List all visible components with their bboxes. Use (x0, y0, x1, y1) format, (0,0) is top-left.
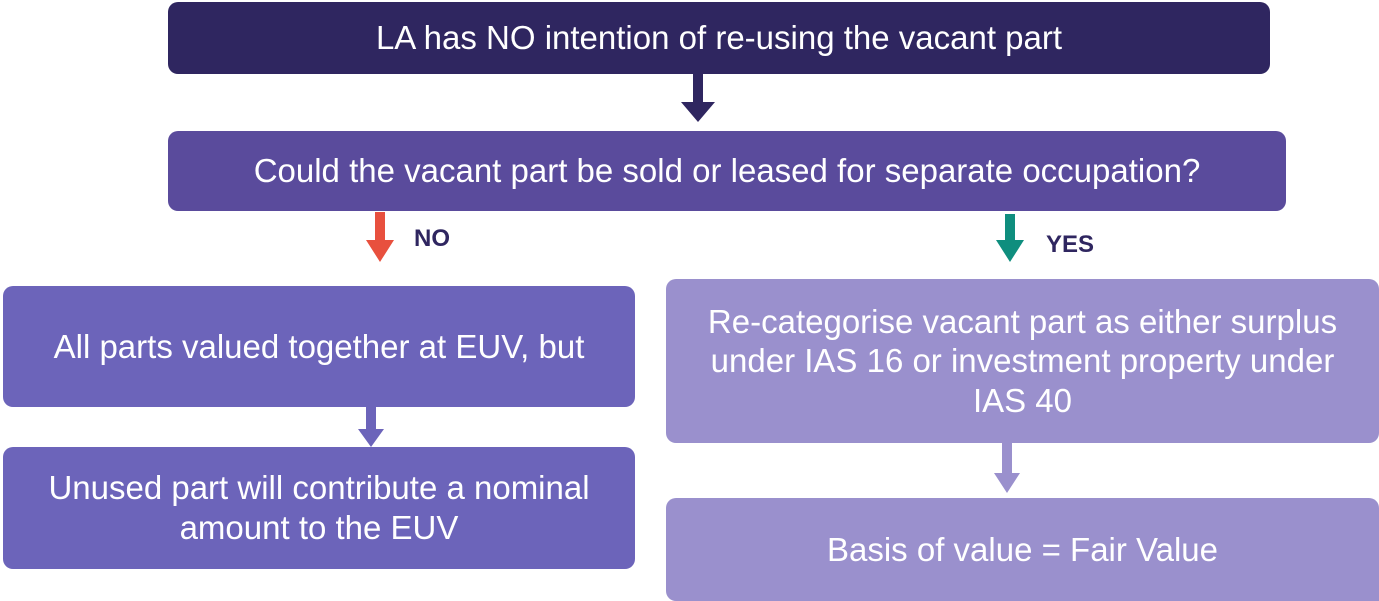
start-text: LA has NO intention of re-using the vaca… (375, 19, 1063, 57)
question-text: Could the vacant part be sold or leased … (253, 152, 1201, 190)
no-step1-text: All parts valued together at EUV, but (53, 327, 585, 365)
no-label: NO (414, 225, 450, 252)
down-arrow-icon (994, 443, 1020, 493)
no-step2-text: Unused part will contribute a nominal am… (48, 469, 590, 546)
question-box: Could the vacant part be sold or leased … (168, 131, 1286, 211)
yes-step1-text: Re-categorise vacant part as either surp… (707, 302, 1338, 419)
yes-label: YES (1046, 231, 1095, 258)
no-arrow-icon (366, 212, 394, 262)
yes-step2-text: Basis of value = Fair Value (826, 530, 1218, 568)
no-step1-box: All parts valued together at EUV, but (3, 286, 635, 407)
yes-step2-box: Basis of value = Fair Value (666, 498, 1379, 601)
down-arrow-icon (358, 407, 384, 447)
start-box: LA has NO intention of re-using the vaca… (168, 2, 1270, 74)
yes-step1-box: Re-categorise vacant part as either surp… (666, 279, 1379, 443)
down-arrow-icon (681, 74, 715, 122)
no-step2-box: Unused part will contribute a nominal am… (3, 447, 635, 569)
yes-arrow-icon (996, 214, 1024, 262)
